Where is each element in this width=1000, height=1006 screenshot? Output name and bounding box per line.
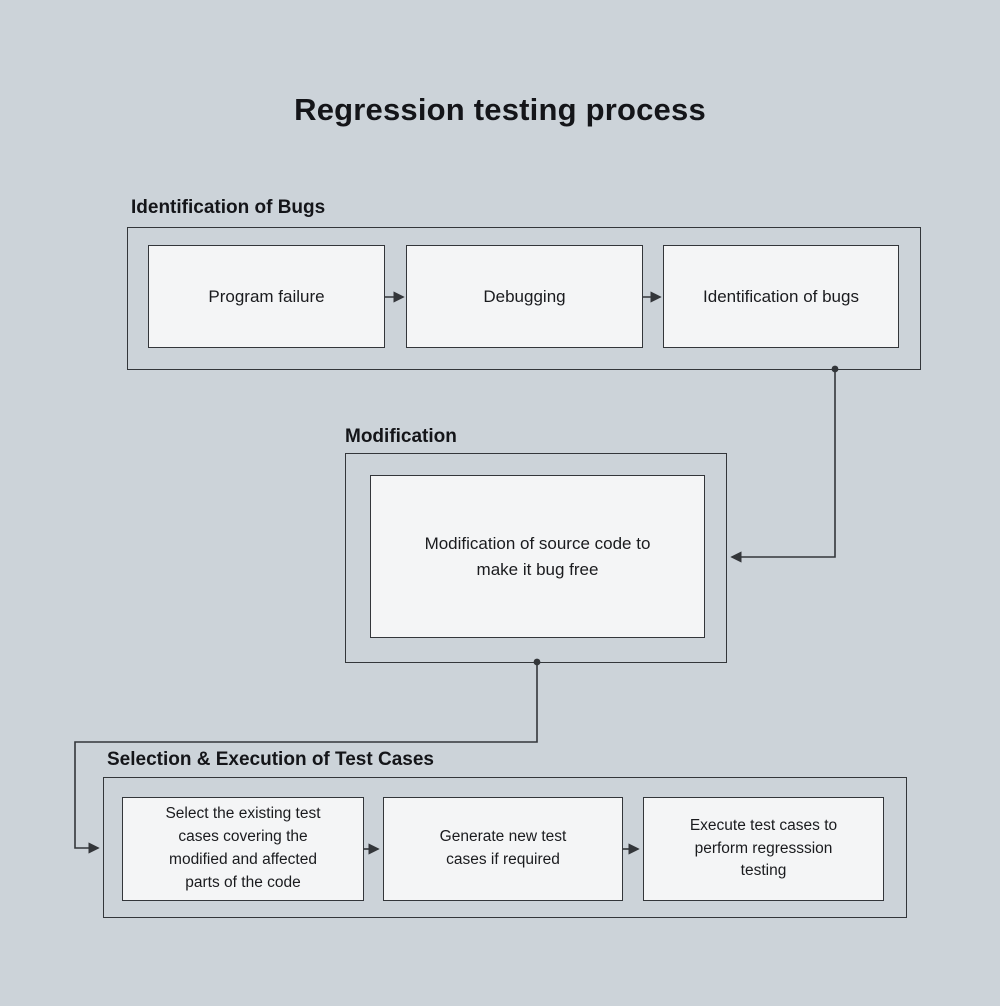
node-label: Identification of bugs xyxy=(703,286,859,306)
node-label: Generate new test cases if required xyxy=(439,828,567,868)
node-label: Debugging xyxy=(483,286,566,306)
node-identification-of-bugs: Identification of bugs xyxy=(663,245,899,348)
node-execute-test-cases: Execute test cases to perform regresssio… xyxy=(643,797,884,901)
node-label: Program failure xyxy=(208,286,325,306)
page-title: Regression testing process xyxy=(294,92,706,127)
arrow-section1-to-modification xyxy=(730,369,836,563)
node-modification-source-code: Modification of source code to make it b… xyxy=(370,475,705,638)
section-container-identification-of-bugs xyxy=(127,227,921,370)
node-label: Modification of source code to make it b… xyxy=(424,534,651,579)
node-select-existing-test-cases: Select the existing test cases covering … xyxy=(122,797,364,901)
section-label-selection-execution: Selection & Execution of Test Cases xyxy=(107,749,434,770)
node-debugging: Debugging xyxy=(406,245,643,348)
node-label: Execute test cases to perform regresssio… xyxy=(689,816,838,880)
node-generate-new-test-cases: Generate new test cases if required xyxy=(383,797,623,901)
node-label: Select the existing test cases covering … xyxy=(165,805,321,891)
node-program-failure: Program failure xyxy=(148,245,385,348)
section-label-identification-of-bugs: Identification of Bugs xyxy=(131,197,326,218)
section-label-modification: Modification xyxy=(345,426,457,447)
